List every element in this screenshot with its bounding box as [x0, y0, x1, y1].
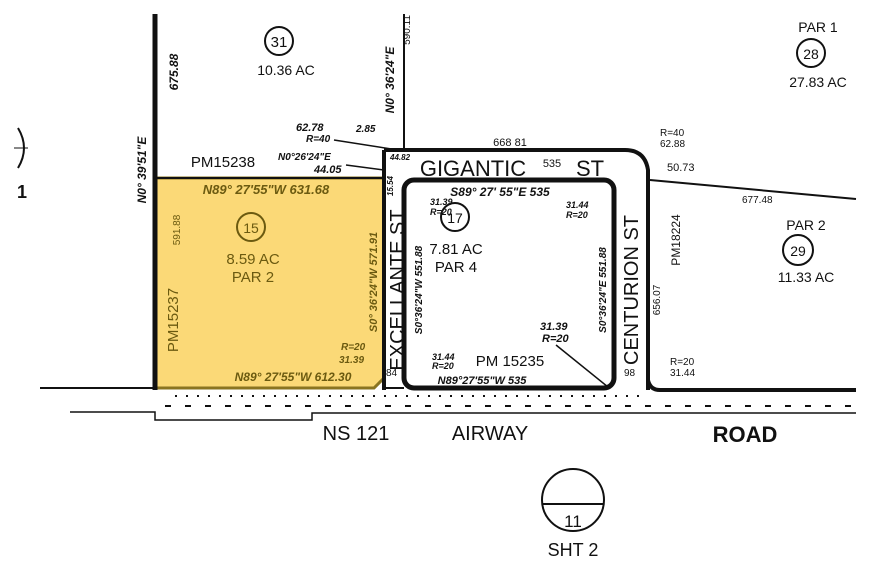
north-bearing: N0° 36'24"E: [383, 46, 397, 114]
parcel-29-number: 29: [790, 243, 806, 259]
road-south-edge: [70, 411, 856, 421]
parcel-17-area: 7.81 AC: [429, 241, 483, 258]
length-44-82: 44.82: [389, 153, 411, 162]
parcel-15-east-bearing: S0° 36'24"W 571.91: [368, 232, 380, 332]
parcel-15-area: 8.59 AC: [226, 251, 280, 268]
pm15237-label: PM15237: [165, 288, 182, 352]
bearing-no26: N0°26'24"E: [278, 152, 331, 163]
gigantic-street-label: GIGANTIC: [420, 156, 526, 181]
centurion-street-label: CENTURION ST: [621, 215, 643, 365]
pm18224-label: PM18224: [669, 214, 683, 266]
excellante-street-label: EXCELLANTE ST: [387, 209, 409, 370]
se-curve-length: 31.39: [540, 321, 568, 333]
gigantic-st-suffix: ST: [576, 156, 604, 181]
parcel-29-par: PAR 2: [786, 217, 826, 233]
gigantic-top-length: 668 81: [493, 137, 527, 149]
parcel-17-east-bearing: S0°36'24"E 551.88: [598, 247, 609, 333]
ns121-label: NS 121: [323, 423, 390, 445]
small-2-85: 2.85: [355, 124, 376, 135]
ne-curve-radius: R=20: [566, 210, 588, 220]
parcel-17-circle[interactable]: [440, 202, 470, 232]
ne-curve-length: 31.44: [566, 200, 589, 210]
se-corner-radius: R=20: [670, 357, 695, 368]
pm15235-label: PM 15235: [476, 353, 544, 370]
west-length: 675.88: [167, 53, 181, 90]
sw-curve-length: 31.44: [432, 352, 455, 362]
curve-a-length: 62.78: [296, 122, 324, 134]
gigantic-length: 535: [543, 158, 561, 170]
sheet-ref-number: 11: [564, 512, 582, 531]
parcel-15-south-bearing: N89° 27'55"W 612.30: [235, 370, 352, 384]
ne-corner-radius: R=40: [660, 128, 685, 139]
parcel-29-area: 11.33 AC: [778, 269, 835, 285]
pm15238-label: PM15238: [191, 154, 255, 171]
parcel-29-circle[interactable]: [782, 234, 814, 266]
sheet-ref-circle[interactable]: [541, 468, 605, 532]
parcel-17-west-bearing: S0°36'24"W 551.88: [414, 245, 425, 334]
gigantic-street-edge: [384, 148, 650, 390]
length-656-07: 656.07: [652, 284, 663, 315]
parcel-15-north-bearing: N89° 27'55"W 631.68: [203, 182, 330, 197]
sw-curve-radius: R=20: [432, 361, 454, 371]
se-corner-length: 31.44: [670, 368, 695, 379]
parcel-17-par: PAR 4: [435, 259, 477, 276]
parcel-28-area: 27.83 AC: [789, 74, 847, 90]
parcel-17-north-bearing: S89° 27' 55"E 535: [450, 185, 550, 199]
west-bearing: N0° 39'51"E: [135, 136, 149, 204]
parcel-15-number: 15: [243, 220, 259, 236]
north-length: 590.11: [402, 15, 413, 45]
parcel-31-number: 31: [271, 34, 288, 51]
edge-number: 1: [17, 182, 27, 202]
width-84: 84: [386, 368, 398, 379]
parcel-17-boundary[interactable]: [401, 177, 617, 391]
parcel-15-curve-length: 31.39: [339, 355, 364, 366]
road-label: ROAD: [713, 422, 778, 447]
parcel-28-circle[interactable]: [796, 38, 826, 68]
nw-curve-length: 31.39: [430, 197, 453, 207]
parcel-15-curve-radius: R=20: [341, 342, 366, 353]
curve-a-radius: R=40: [306, 134, 331, 145]
se-curve-radius: R=20: [542, 333, 569, 345]
length-677-48: 677.48: [742, 195, 773, 206]
length-50-73: 50.73: [667, 162, 695, 174]
ne-corner-length: 62.88: [660, 139, 685, 150]
nw-curve-radius: R=20: [430, 207, 452, 217]
airway-label: AIRWAY: [452, 423, 528, 445]
parcel-29-north-line: [649, 179, 857, 200]
parcel-31-circle[interactable]: [264, 26, 294, 56]
parcel-28-par: PAR 1: [798, 19, 838, 35]
parcel-15-circle[interactable]: [236, 212, 266, 242]
length-15-54: 15.54: [386, 175, 395, 196]
parcel-28-number: 28: [803, 46, 819, 62]
parcel-15-par: PAR 2: [232, 269, 274, 286]
width-98: 98: [624, 368, 636, 379]
parcel-17-south-bearing: N89°27'55"W 535: [438, 375, 528, 387]
parcel-17-number: 17: [447, 210, 463, 226]
sheet-ref-label: SHT 2: [548, 540, 599, 560]
parcel-15-west-length: 591.88: [172, 214, 183, 245]
length-44-05: 44.05: [313, 164, 342, 176]
parcel-31-area: 10.36 AC: [257, 62, 315, 78]
